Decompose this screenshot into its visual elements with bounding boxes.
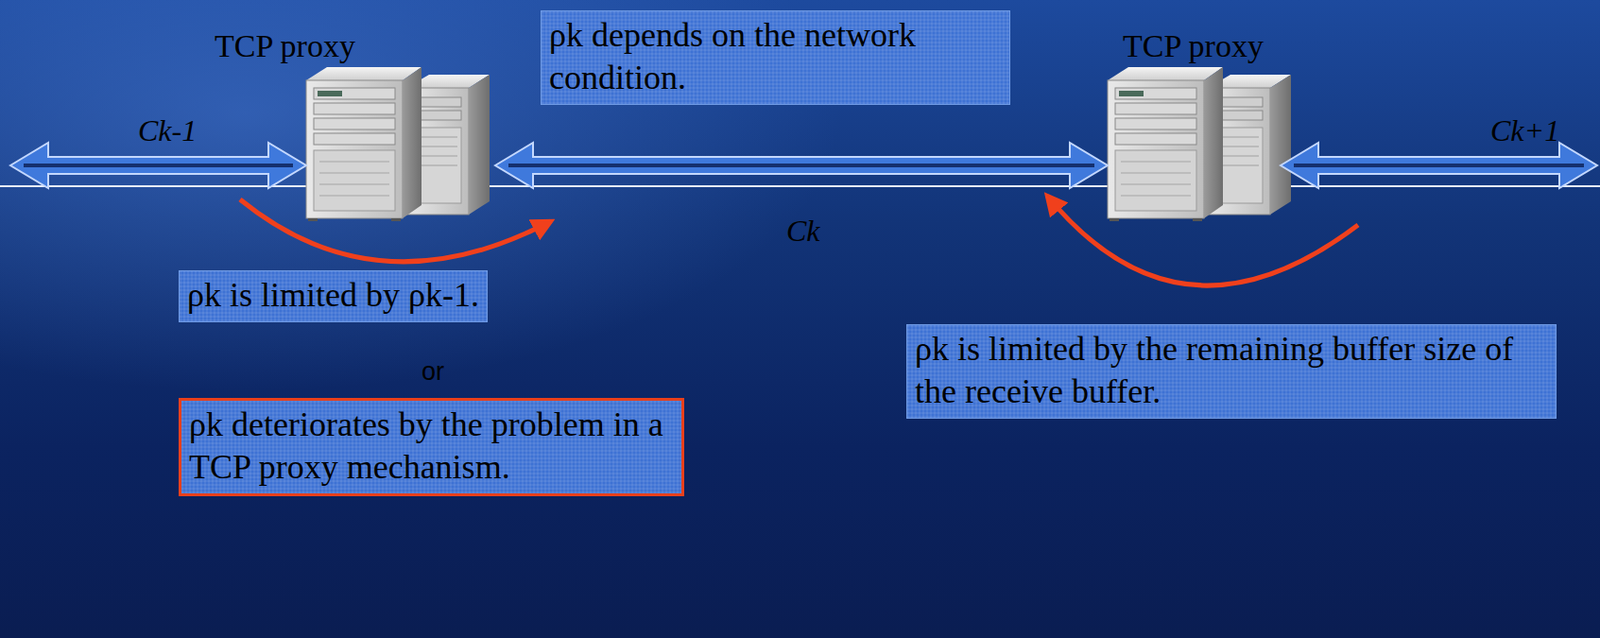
link-arrow (495, 142, 1108, 189)
proxy-label: TCP proxy (1122, 28, 1264, 65)
box-text: ρk is limited by the remaining buffer si… (914, 327, 1549, 413)
edge-layer (495, 142, 1108, 189)
link-label: Ck-1 (137, 113, 197, 149)
arrow-core (23, 163, 293, 168)
dependency-arrow (1047, 195, 1359, 286)
server-icon (1107, 67, 1291, 222)
highlight-box: ρk deteriorates by the problem in a TCP … (178, 397, 685, 497)
proxy-node: TCP proxy (1107, 26, 1291, 220)
proxy-node: TCP proxy (214, 26, 496, 220)
dependency-arrow (240, 199, 551, 262)
note-box: ρk is limited by the remaining buffer si… (906, 324, 1557, 419)
link-arrows (10, 142, 1598, 189)
connector-word: or (421, 357, 445, 387)
proxy-label: TCP proxy (214, 28, 356, 65)
note-box: ρk depends on the network condition. (540, 10, 1011, 105)
link-arrow-shape (495, 142, 1108, 189)
link-arrow (10, 142, 307, 189)
link-label: Ck+1 (1490, 113, 1560, 149)
box-text: ρk depends on the network condition. (549, 14, 1002, 100)
box-text: ρk is limited by ρk-1. (187, 274, 480, 317)
server-icon (306, 67, 490, 222)
link-arrow (1280, 142, 1598, 189)
arrow-core (1293, 163, 1584, 168)
link-label: Ck (786, 213, 821, 249)
link-line (0, 185, 1600, 188)
note-box: ρk is limited by ρk-1. (178, 270, 488, 323)
box-text: ρk deteriorates by the problem in a TCP … (189, 403, 674, 489)
arrow-core (508, 163, 1095, 168)
